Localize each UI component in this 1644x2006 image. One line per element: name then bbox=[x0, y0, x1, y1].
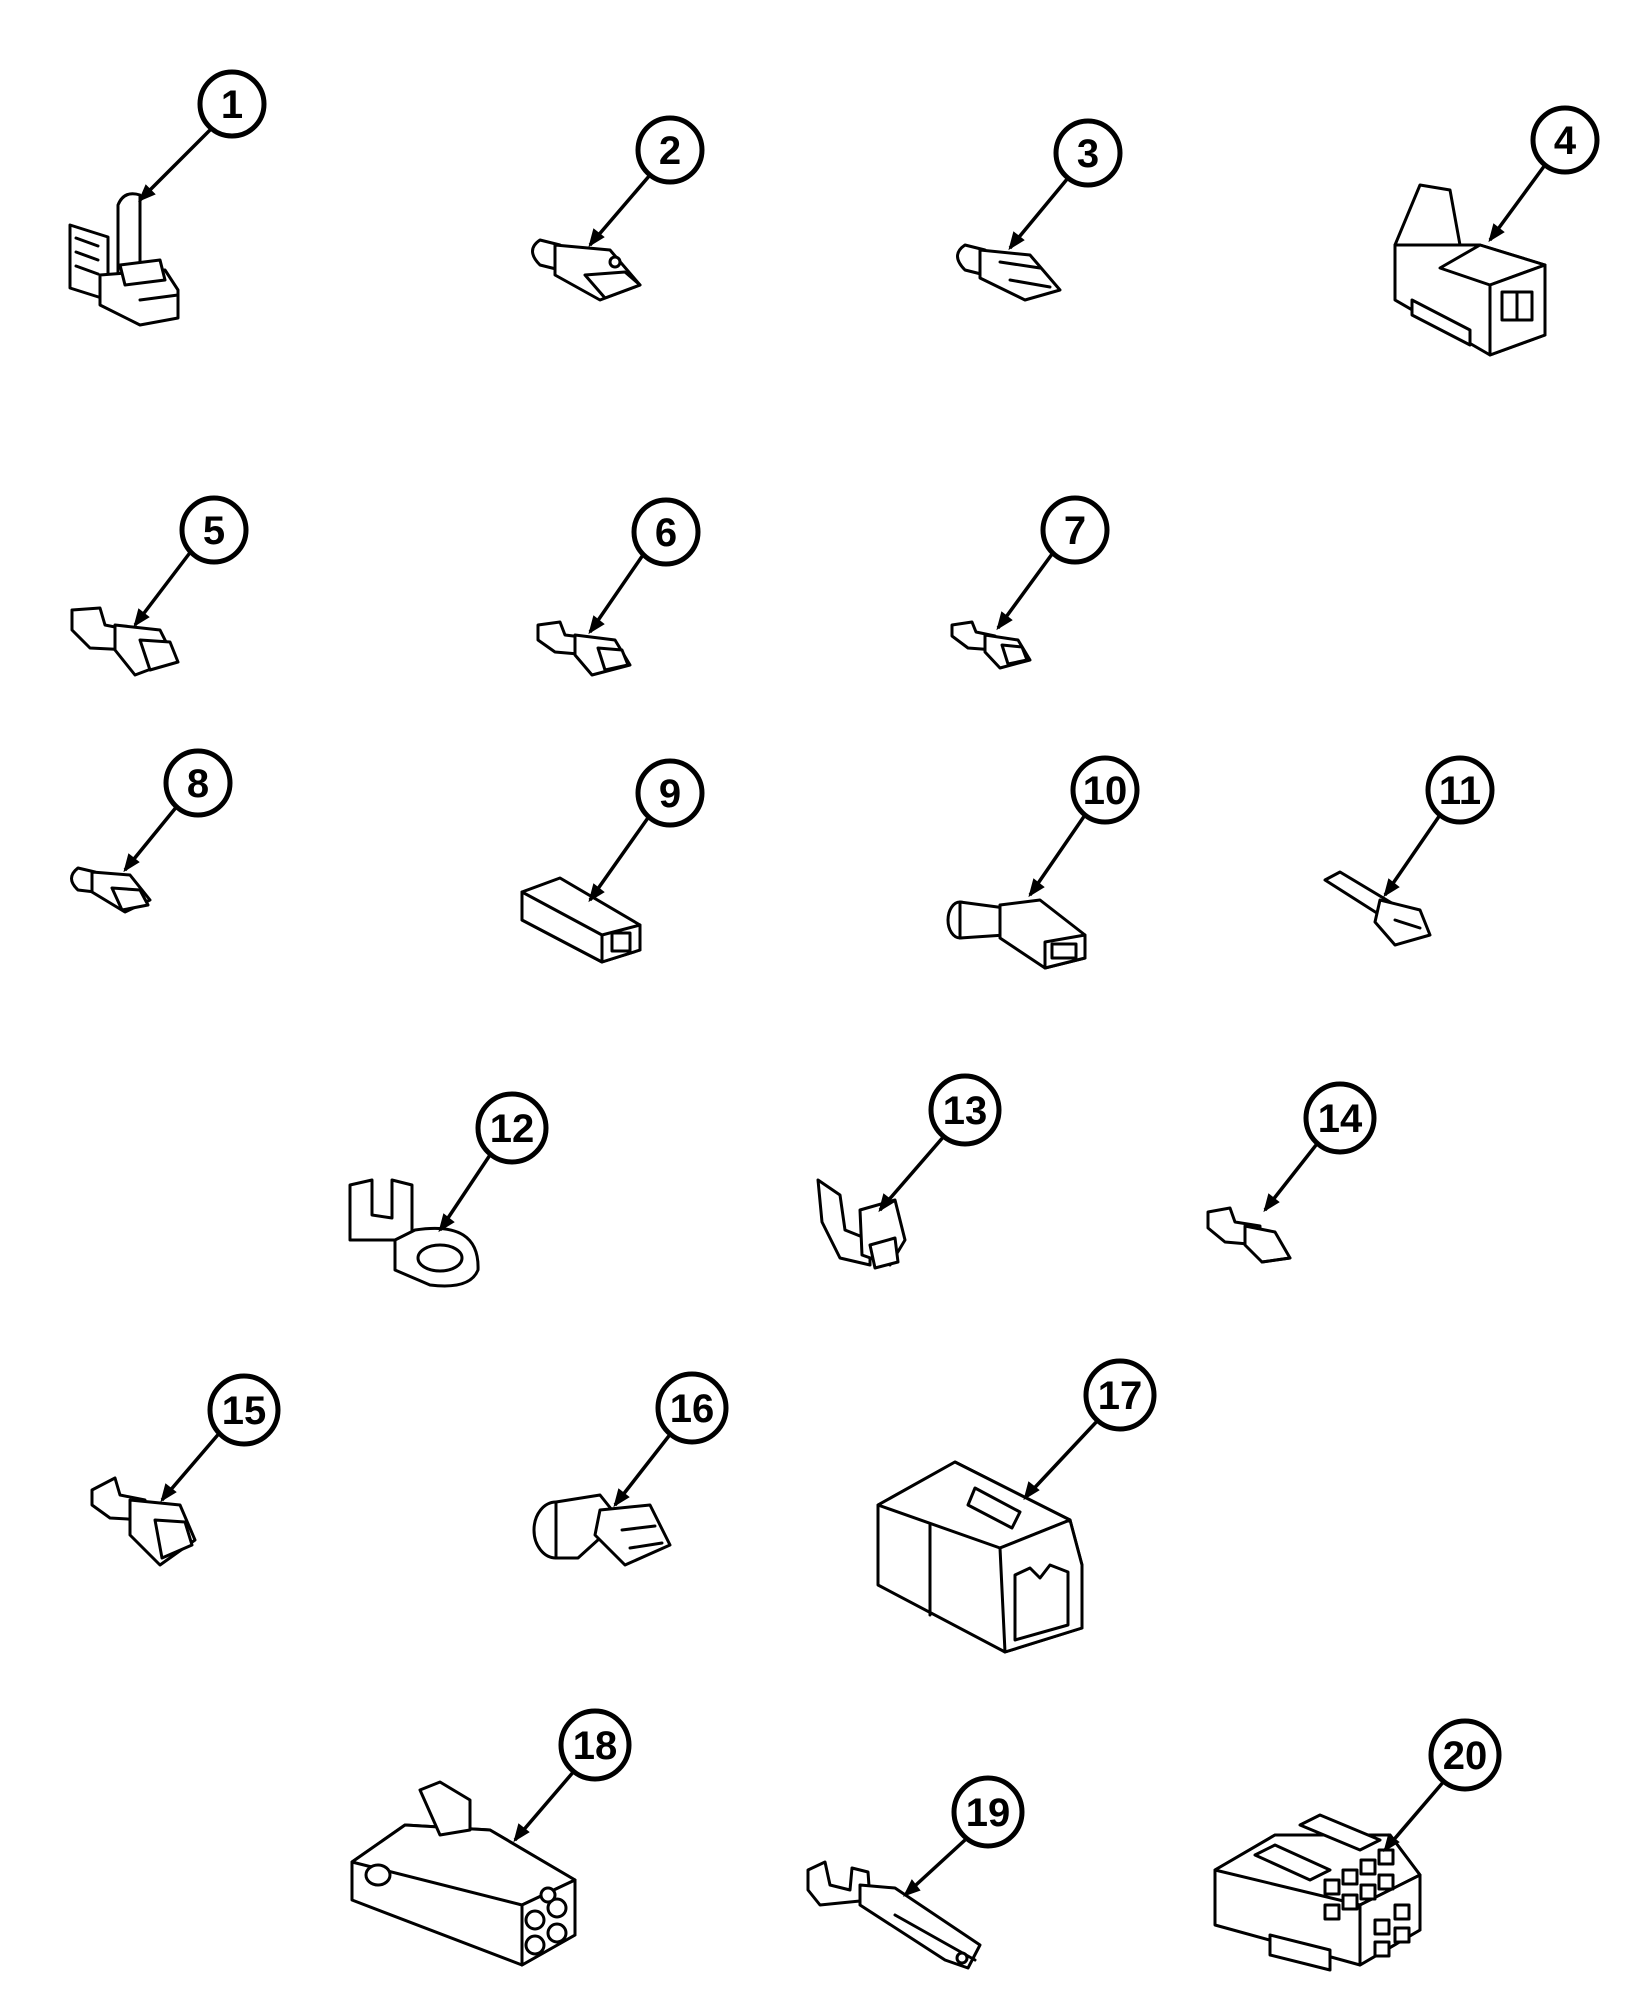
callout-3-number: 3 bbox=[1077, 132, 1099, 176]
callout-7-number: 7 bbox=[1064, 509, 1086, 553]
callout-19: 19 bbox=[951, 1775, 1025, 1849]
part-14-flat-terminal-drawing bbox=[1206, 1206, 1292, 1264]
callout-2: 2 bbox=[635, 115, 705, 185]
callout-16-arrowhead bbox=[613, 1488, 630, 1508]
callout-12: 12 bbox=[475, 1091, 549, 1165]
part-20-housing-drawing bbox=[1213, 1813, 1422, 1972]
callout-19-arrowhead bbox=[902, 1879, 921, 1897]
callout-4-arrowhead bbox=[1488, 223, 1505, 243]
callout-11-arrowhead bbox=[1383, 878, 1400, 898]
callout-15-leader bbox=[160, 1428, 224, 1502]
callout-4-number: 4 bbox=[1554, 119, 1577, 163]
callout-9-arrowhead bbox=[588, 883, 605, 903]
callout-2-arrowhead bbox=[588, 228, 605, 248]
callout-6-number: 6 bbox=[655, 511, 677, 555]
part-16-flag-terminal-drawing bbox=[532, 1493, 672, 1567]
callout-1-arrowhead bbox=[138, 184, 156, 202]
callout-12-number: 12 bbox=[490, 1107, 535, 1151]
callout-9: 9 bbox=[635, 758, 705, 828]
part-8-receptacle-drawing bbox=[70, 866, 152, 914]
part-11-pin-terminal-drawing bbox=[1323, 870, 1432, 947]
callout-1-leader bbox=[138, 122, 218, 202]
callout-6-leader bbox=[588, 551, 647, 633]
part-17-housing-drawing bbox=[876, 1460, 1084, 1654]
callout-17-number: 17 bbox=[1098, 1374, 1143, 1418]
callout-17-leader bbox=[1023, 1416, 1102, 1500]
callout-10-arrowhead bbox=[1028, 878, 1045, 898]
callout-9-leader bbox=[588, 813, 652, 902]
part-19-long-pin-drawing bbox=[806, 1860, 982, 1970]
part-10-disconnect-drawing bbox=[946, 898, 1087, 970]
callout-14-number: 14 bbox=[1318, 1097, 1363, 1141]
callout-20-arrowhead bbox=[1383, 1833, 1400, 1853]
callout-8-arrowhead bbox=[123, 853, 140, 873]
callout-13: 13 bbox=[928, 1073, 1002, 1147]
callout-3: 3 bbox=[1053, 118, 1123, 188]
callout-16-number: 16 bbox=[670, 1387, 715, 1431]
callout-3-arrowhead bbox=[1008, 231, 1025, 251]
callout-2-leader bbox=[588, 173, 652, 247]
callout-11-number: 11 bbox=[1439, 769, 1481, 813]
callout-15-arrowhead bbox=[160, 1483, 177, 1503]
callout-17: 17 bbox=[1083, 1358, 1157, 1432]
callout-13-leader bbox=[878, 1133, 947, 1212]
callout-18: 18 bbox=[558, 1708, 632, 1782]
callout-15-number: 15 bbox=[222, 1389, 267, 1433]
callout-10-number: 10 bbox=[1083, 769, 1128, 813]
callout-2-number: 2 bbox=[659, 129, 681, 173]
callout-10-leader bbox=[1028, 814, 1087, 896]
callout-14-arrowhead bbox=[1263, 1193, 1280, 1213]
part-7-crimp-terminal-drawing bbox=[950, 620, 1032, 670]
callout-16-leader bbox=[613, 1430, 674, 1507]
callout-6: 6 bbox=[631, 497, 701, 567]
callout-18-arrowhead bbox=[513, 1823, 530, 1843]
part-5-crimp-terminal-drawing bbox=[70, 606, 180, 677]
callout-15: 15 bbox=[207, 1373, 281, 1447]
part-18-housing-drawing bbox=[350, 1780, 577, 1967]
part-9-housing-drawing bbox=[520, 876, 642, 964]
part-6-crimp-terminal-drawing bbox=[536, 620, 632, 677]
callout-10: 10 bbox=[1070, 755, 1140, 825]
callout-8-number: 8 bbox=[187, 762, 209, 806]
callout-7-leader bbox=[996, 548, 1057, 630]
callout-11: 11 bbox=[1425, 755, 1495, 825]
callout-13-number: 13 bbox=[943, 1089, 988, 1133]
part-3-terminal-drawing bbox=[956, 243, 1062, 302]
callout-18-leader bbox=[513, 1768, 577, 1842]
callout-5: 5 bbox=[179, 495, 249, 565]
callout-16: 16 bbox=[655, 1371, 729, 1445]
callout-1: 1 bbox=[197, 69, 267, 139]
callout-4-leader bbox=[1488, 163, 1547, 242]
callout-7-arrowhead bbox=[996, 611, 1013, 631]
part-4-housing-drawing bbox=[1393, 183, 1547, 357]
callout-20: 20 bbox=[1428, 1718, 1502, 1792]
callout-6-arrowhead bbox=[588, 615, 605, 635]
callout-19-number: 19 bbox=[966, 1791, 1011, 1835]
callout-5-number: 5 bbox=[203, 509, 225, 553]
callout-4: 4 bbox=[1530, 105, 1600, 175]
callout-7: 7 bbox=[1040, 495, 1110, 565]
part-13-crimp-terminal-drawing bbox=[816, 1178, 907, 1270]
callout-11-leader bbox=[1383, 814, 1442, 896]
callout-12-arrowhead bbox=[438, 1213, 455, 1233]
callout-14: 14 bbox=[1303, 1081, 1377, 1155]
callout-18-number: 18 bbox=[573, 1724, 618, 1768]
callout-5-arrowhead bbox=[133, 608, 150, 628]
callout-8: 8 bbox=[163, 748, 233, 818]
callout-1-number: 1 bbox=[221, 83, 243, 127]
part-1-wire-clip-drawing bbox=[68, 192, 180, 327]
callout-9-number: 9 bbox=[659, 772, 681, 816]
part-12-ring-terminal-drawing bbox=[348, 1178, 480, 1288]
callout-20-number: 20 bbox=[1443, 1734, 1488, 1778]
callout-20-leader bbox=[1383, 1778, 1447, 1852]
callout-13-arrowhead bbox=[878, 1193, 895, 1213]
part-2-terminal-drawing bbox=[531, 238, 642, 302]
callout-17-arrowhead bbox=[1023, 1481, 1040, 1501]
part-15-receptacle-drawing bbox=[90, 1476, 197, 1567]
callout-5-leader bbox=[133, 548, 194, 627]
